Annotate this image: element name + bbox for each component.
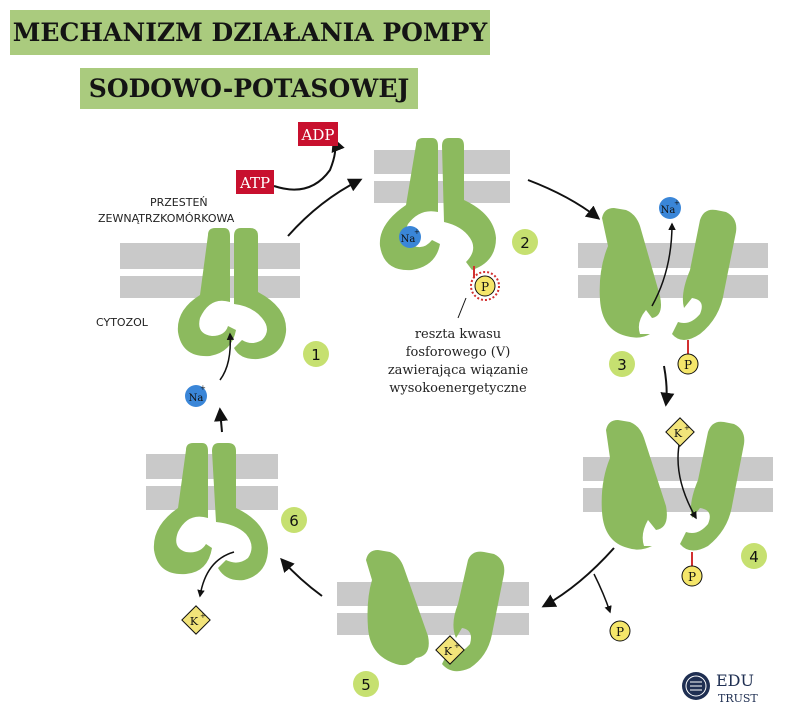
svg-text:reszta kwasu: reszta kwasu (415, 327, 501, 342)
svg-text:K: K (674, 427, 683, 440)
svg-text:+: + (684, 424, 690, 432)
potassium-ion-6: K + (181, 605, 211, 635)
step-badges: 1 2 3 4 5 6 (281, 229, 767, 697)
edu-trust-logo: EDU TRUST (682, 671, 758, 705)
extracellular-label-2: ZEWNĄTRZKOMÓRKOWA (98, 212, 235, 225)
phosphate-2: P (470, 271, 500, 301)
membrane-2-top (374, 150, 510, 174)
svg-text:+: + (454, 642, 460, 650)
arrow-1-to-2 (287, 178, 363, 237)
logo-text-trust: TRUST (718, 692, 758, 705)
arrow-na-release (651, 222, 676, 307)
sodium-ion-2: Na + (399, 226, 421, 248)
protein-stage-2 (379, 138, 496, 271)
title-line-2: SODOWO-POTASOWEJ (80, 68, 418, 109)
step-badge-1: 1 (303, 341, 329, 367)
svg-text:2: 2 (520, 234, 530, 252)
svg-text:6: 6 (289, 512, 299, 530)
logo-text-edu: EDU (716, 671, 754, 690)
title-line-1: MECHANIZM DZIAŁANIA POMPY (10, 10, 490, 55)
svg-text:Na: Na (661, 205, 676, 216)
arrow-phosphate-release (593, 573, 612, 614)
sodium-ion-3: Na + (659, 197, 681, 219)
arrow-k-binding (677, 439, 697, 520)
phosphate-note-pointer (457, 297, 467, 319)
cycle-arrows (214, 178, 675, 614)
membrane-5-bottom (337, 613, 529, 635)
arrow-2-to-3 (527, 179, 601, 220)
phosphate-3: P (677, 353, 699, 375)
arrow-5-to-6 (280, 557, 323, 597)
protein-stage-1 (177, 228, 287, 360)
svg-text:K: K (444, 645, 453, 658)
svg-text:+: + (200, 612, 206, 620)
svg-text:3: 3 (617, 356, 627, 374)
svg-text:fosforowego (V): fosforowego (V) (406, 345, 511, 360)
arrow-4-to-5 (541, 547, 615, 608)
step-badge-6: 6 (281, 507, 307, 533)
protein-stage-3 (599, 208, 737, 340)
svg-text:P: P (684, 358, 692, 372)
step-badge-5: 5 (353, 671, 379, 697)
cytosol-label: CYTOZOL (96, 316, 149, 329)
membrane-6-top (146, 454, 278, 479)
svg-text:5: 5 (361, 676, 371, 694)
arrow-na-binding (219, 332, 235, 381)
step-badge-4: 4 (741, 543, 767, 569)
svg-text:+: + (200, 384, 206, 392)
arrow-k-release (197, 551, 235, 598)
extracellular-label-1: PRZESTEŃ (150, 196, 208, 209)
protein-stage-5 (366, 550, 505, 672)
svg-text:P: P (688, 570, 696, 584)
svg-text:wysokoenergetyczne: wysokoenergetyczne (389, 381, 527, 396)
svg-text:+: + (414, 228, 420, 236)
protein-stage-6 (153, 443, 268, 581)
svg-text:K: K (190, 615, 199, 628)
step-badge-2: 2 (512, 229, 538, 255)
arrow-3-to-4 (660, 365, 675, 407)
svg-text:P: P (616, 625, 624, 639)
potassium-ion-5: K + (435, 635, 465, 665)
svg-text:Na: Na (189, 393, 204, 404)
adp-box (298, 122, 338, 146)
atp-reaction: ADP ATP (236, 122, 345, 194)
svg-text:zawierająca wiązanie: zawierająca wiązanie (388, 363, 529, 378)
sodium-ion-1: Na + (185, 384, 207, 407)
phosphate-note: reszta kwasu fosforowego (V) zawierająca… (388, 327, 529, 396)
membrane-6-bottom (146, 486, 278, 510)
phosphate-4: P (681, 565, 703, 587)
step-badge-3: 3 (609, 351, 635, 377)
potassium-ion-4: K + (665, 417, 695, 447)
svg-text:Na: Na (401, 234, 416, 245)
protein-stage-4 (601, 420, 745, 551)
adp-label: ADP (301, 126, 335, 144)
phosphate-released: P (609, 620, 631, 642)
svg-text:1: 1 (311, 346, 321, 364)
arrow-6-to-1 (214, 407, 228, 433)
svg-text:P: P (481, 280, 489, 294)
svg-text:+: + (674, 199, 680, 207)
membrane-2-bottom (374, 181, 510, 203)
svg-text:4: 4 (749, 548, 759, 566)
atp-label: ATP (239, 174, 270, 192)
atp-box (236, 170, 274, 194)
